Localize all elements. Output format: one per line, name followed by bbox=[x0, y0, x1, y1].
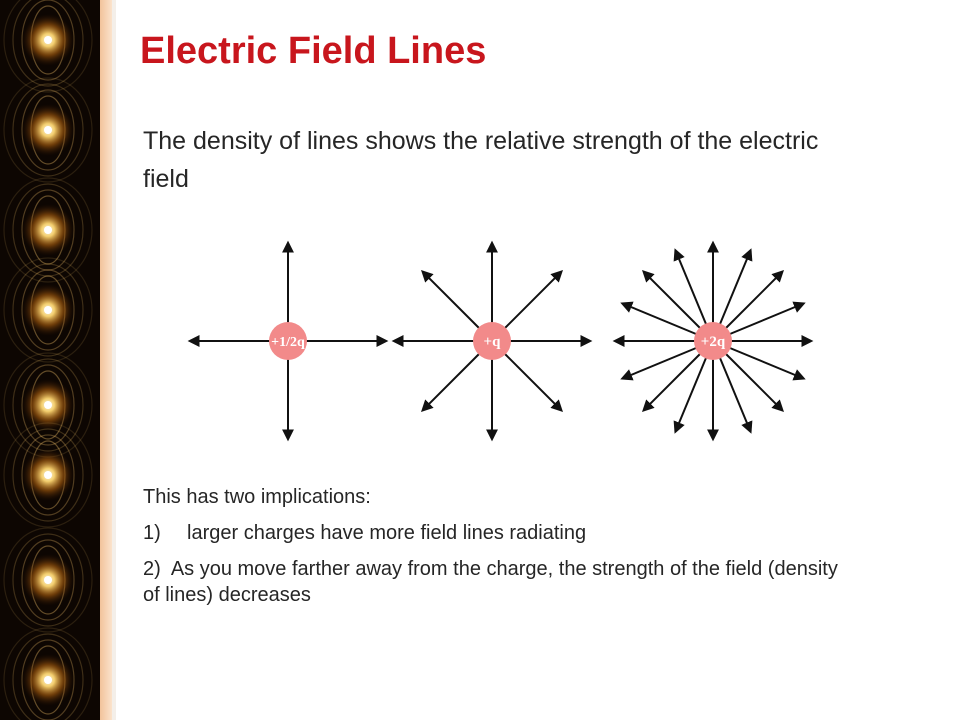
item-number: 1) bbox=[143, 522, 161, 544]
field-line-arrow bbox=[673, 356, 708, 434]
field-line-arrow bbox=[503, 270, 563, 330]
field-lines-diagram: +1/2q +q +2q bbox=[187, 240, 814, 442]
field-line-arrow bbox=[421, 270, 481, 330]
field-line-arrow bbox=[421, 352, 481, 412]
field-line-arrow bbox=[724, 270, 784, 330]
field-line-arrow bbox=[673, 248, 708, 326]
item-number: 2) bbox=[143, 558, 161, 580]
slide-title: Electric Field Lines bbox=[140, 30, 487, 72]
side-accent-bar bbox=[100, 0, 112, 720]
item-text: larger charges have more field lines rad… bbox=[187, 522, 587, 544]
charge-circle bbox=[269, 322, 307, 360]
implications-block: This has two implications: 1) larger char… bbox=[143, 484, 843, 618]
field-line-arrow bbox=[620, 346, 698, 381]
charge-circle bbox=[694, 322, 732, 360]
field-line-arrow bbox=[718, 356, 753, 434]
charge-label: +q bbox=[484, 334, 502, 350]
field-line-arrow bbox=[728, 301, 806, 336]
charge-label: +2q bbox=[701, 334, 726, 350]
field-line-arrow bbox=[642, 270, 702, 330]
field-line-arrow bbox=[724, 352, 784, 412]
decorative-side-band bbox=[0, 0, 100, 720]
implications-intro: This has two implications: bbox=[143, 486, 371, 508]
field-line-arrow bbox=[503, 352, 563, 412]
field-line-arrow bbox=[642, 352, 702, 412]
charge-2q: +2q bbox=[612, 240, 814, 442]
charge-label: +1/2q bbox=[271, 335, 305, 350]
slide-subtitle: The density of lines shows the relative … bbox=[143, 127, 819, 193]
implication-item-2: 2) As you move farther away from the cha… bbox=[143, 556, 843, 608]
charge-half-q: +1/2q bbox=[187, 240, 389, 442]
charge-q: +q bbox=[391, 240, 593, 442]
charge-circle bbox=[473, 322, 511, 360]
field-line-arrow bbox=[718, 248, 753, 326]
field-line-arrow bbox=[728, 346, 806, 381]
field-line-arrow bbox=[620, 301, 698, 336]
field-glow-decoration bbox=[3, 0, 93, 720]
item-text: As you move farther away from the charge… bbox=[143, 558, 838, 606]
implication-item-1: 1) larger charges have more field lines r… bbox=[143, 520, 843, 546]
side-shadow-bar bbox=[112, 0, 116, 720]
